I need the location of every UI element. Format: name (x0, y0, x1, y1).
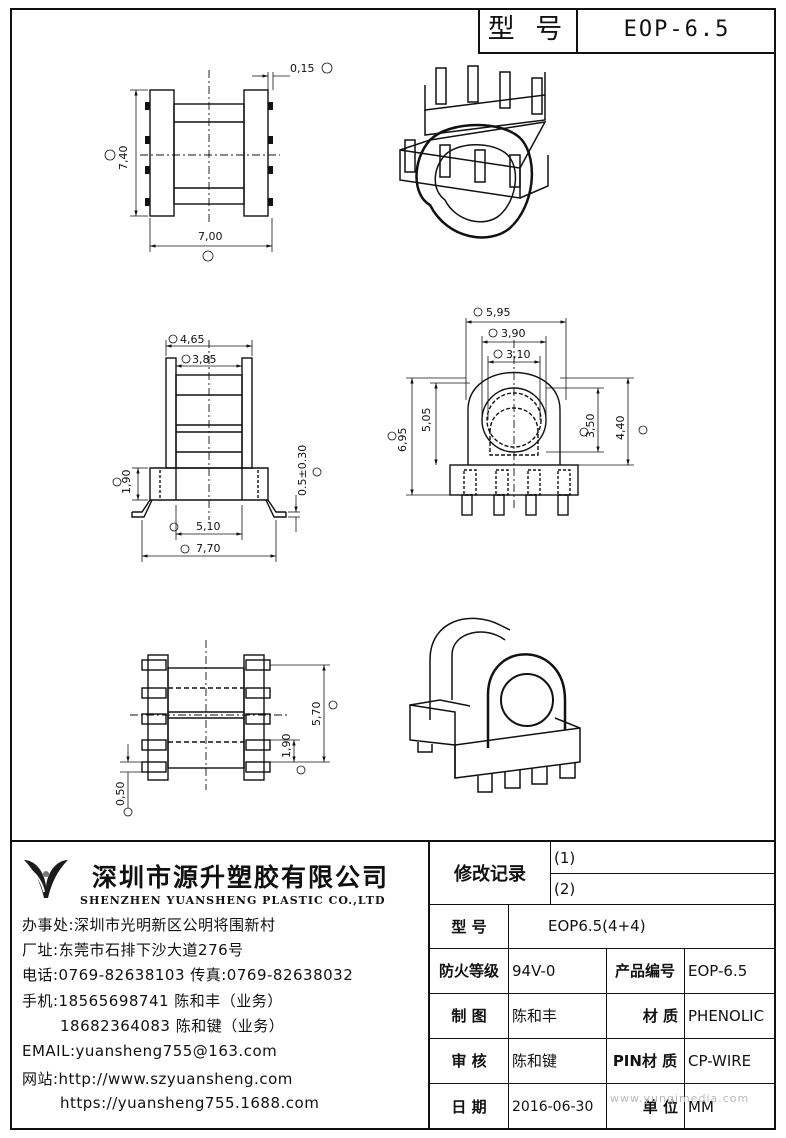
dim-440: 4,40 (614, 416, 627, 441)
drawn-by-label: 制 图 (451, 1007, 487, 1025)
dim-510: 5,10 (196, 520, 221, 533)
front-view (112, 334, 322, 562)
dim-505: 5,05 (420, 408, 433, 433)
info-table: 修改记录 (1) (2) 型 号 EOP6.5(4+4) 防火等级 94V-0 … (428, 842, 776, 1130)
company-name-cn: 深圳市源升塑胶有限公司 (92, 863, 390, 892)
dim-770: 7,70 (196, 542, 221, 555)
date-value: 2016-06-30 (512, 1098, 594, 1115)
material-label: 材 质 (642, 1007, 678, 1025)
pin-material-value: CP-WIRE (688, 1051, 752, 1070)
isometric-view-bottom (409, 617, 581, 793)
model-label-cell: 型 号 (451, 917, 487, 936)
model-label: 型 号 (480, 8, 578, 52)
dim-695: 6,95 (396, 428, 409, 453)
contact-factory: 厂址:东莞市石排下沙大道276号 (22, 941, 244, 959)
product-no-label: 产品编号 (614, 962, 675, 980)
dim-350: 3,50 (584, 414, 597, 439)
dim-050: 0,50 (114, 782, 127, 807)
revision-2: (2) (554, 879, 576, 898)
contact-shop-url: https://yuansheng755.1688.com (60, 1094, 320, 1112)
fire-rating-value: 94V-0 (512, 961, 556, 980)
dim-570: 5,70 (310, 702, 323, 727)
dim-050-030: 0.5±0.30 (296, 445, 309, 496)
drawing-frame (10, 8, 776, 1130)
model-value: EOP-6.5 (623, 17, 731, 42)
watermark: www.yunqimedia.com (610, 1092, 750, 1105)
side-view (387, 307, 648, 516)
date-label: 日 期 (451, 1098, 487, 1116)
contact-office: 办事处:深圳市光明新区公明将围新村 (22, 916, 276, 934)
contact-email: EMAIL:yuansheng755@163.com (22, 1042, 278, 1060)
unit-label: 单 位 (642, 1098, 678, 1116)
contact-website: 网站:http://www.szyuansheng.com (22, 1070, 293, 1088)
dim-595: 5,95 (486, 306, 511, 319)
title-block: 型 号 EOP-6.5 (478, 8, 776, 54)
title-block-footer: 深圳市源升塑胶有限公司 SHENZHEN YUANSHENG PLASTIC C… (10, 840, 776, 1130)
model-value-cell: EOP6.5(4+4) (548, 917, 646, 935)
fire-rating-label: 防火等级 (438, 962, 499, 980)
company-logo-icon (24, 860, 68, 898)
dim-740: 7,40 (117, 146, 130, 171)
contact-mobile-1: 手机:18565698741 陈和丰（业务） (22, 992, 283, 1010)
reviewed-by-value: 陈和键 (512, 1052, 558, 1070)
drawn-by-value: 陈和丰 (512, 1007, 558, 1025)
revision-1: (1) (554, 848, 576, 867)
dim-310: 3,10 (506, 348, 531, 361)
unit-value: MM (688, 1097, 714, 1116)
dim-390: 3,90 (501, 327, 526, 340)
contact-mobile-2: 18682364083 陈和键（业务） (60, 1017, 285, 1035)
dim-465: 4,65 (180, 333, 205, 346)
company-name-en: SHENZHEN YUANSHENG PLASTIC CO.,LTD (80, 894, 386, 907)
dim-015: 0,15 (290, 62, 315, 75)
technical-drawing: 0,15 7,00 7,40 4,65 3,85 1,90 0.5±0.30 5… (104, 62, 648, 817)
reviewed-by-label: 审 核 (451, 1052, 487, 1070)
top-view (104, 62, 333, 262)
dim-700: 7,00 (198, 230, 223, 243)
bottom-view (120, 640, 338, 817)
material-value: PHENOLIC (688, 1006, 765, 1025)
dim-190-front: 1,90 (120, 470, 133, 495)
dim-385: 3,85 (192, 353, 217, 366)
contact-phone-fax: 电话:0769-82638103 传真:0769-82638032 (22, 966, 354, 984)
isometric-view-top (399, 65, 549, 239)
dim-190-bottom: 1,90 (280, 734, 293, 759)
pin-material-label: PIN材 质 (612, 1052, 678, 1070)
product-no-value: EOP-6.5 (688, 961, 748, 980)
revision-label: 修改记录 (454, 864, 526, 885)
